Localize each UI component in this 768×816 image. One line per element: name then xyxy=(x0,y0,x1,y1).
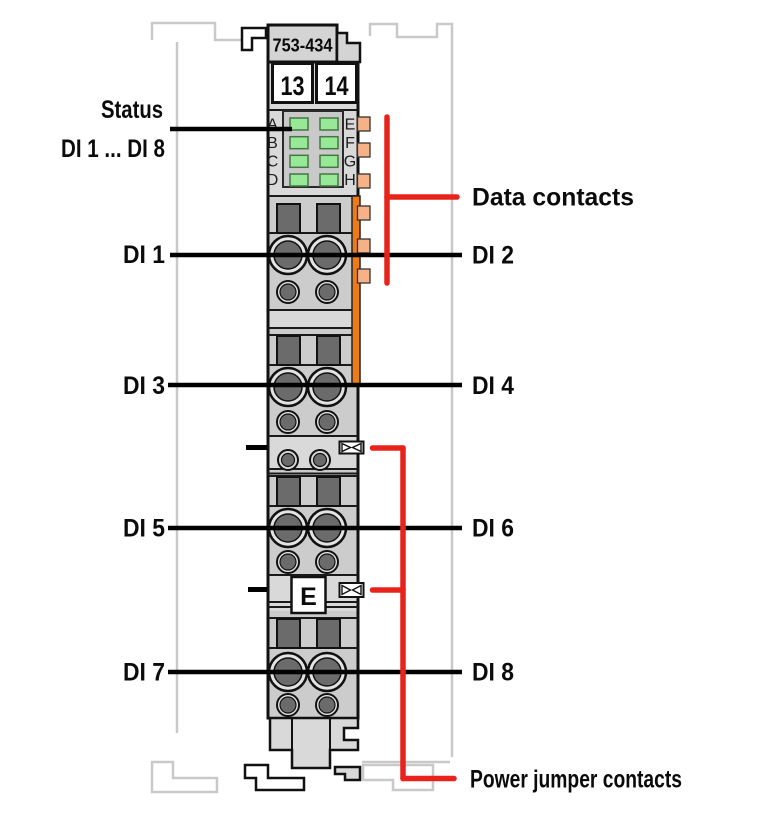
di4-label: DI 4 xyxy=(472,372,514,400)
di7-label: DI 7 xyxy=(123,659,165,687)
push-buttons xyxy=(276,203,341,649)
led-row-label-e: E xyxy=(345,117,356,134)
led-row-letters: A B C D E F G H xyxy=(267,117,357,190)
ground-marking-label: E xyxy=(300,583,317,611)
power-jumper-flag-icon xyxy=(338,440,365,455)
rail-hook-right xyxy=(333,765,362,782)
led-indicator xyxy=(289,135,309,150)
callout-labels: Status DI 1 ... DI 8 DI 1 DI 3 DI 5 DI 7… xyxy=(61,96,682,794)
terminal-number-14-box xyxy=(315,62,358,104)
led-row-label-g: G xyxy=(344,154,356,171)
module-left-latch xyxy=(240,26,268,52)
di1-label: DI 1 xyxy=(123,241,165,269)
part-number-label: 753-434 xyxy=(273,36,333,56)
led-row-label-d: D xyxy=(267,172,279,189)
terminal-number-14: 14 xyxy=(325,71,349,101)
status-range-label: DI 1 ... DI 8 xyxy=(61,135,165,163)
power-jumper-contacts-label: Power jumper contacts xyxy=(470,766,682,794)
led-indicator xyxy=(319,154,339,169)
test-openings xyxy=(276,280,339,717)
data-contact-tab xyxy=(356,268,371,284)
di2-label: DI 2 xyxy=(472,242,514,270)
data-contacts-label: Data contacts xyxy=(472,184,634,212)
terminal-number-13-box xyxy=(271,62,314,104)
data-contact-tab xyxy=(356,238,371,254)
adjacent-module-outline-right xyxy=(361,22,454,792)
led-row-label-f: F xyxy=(345,135,355,152)
status-led-grid xyxy=(289,117,339,187)
power-jumper-bracket xyxy=(369,445,457,782)
data-contact-tab xyxy=(356,142,371,158)
data-contact-tab xyxy=(356,205,371,221)
data-contacts-bracket xyxy=(384,114,460,286)
power-jumper-flag-icon xyxy=(338,582,365,598)
led-row-label-h: H xyxy=(344,172,356,189)
data-contact-tab xyxy=(356,173,371,189)
terminal-number-13: 13 xyxy=(281,71,305,101)
io-module: 753-434 13 14 A B C D E F G H xyxy=(240,23,371,792)
rail-release-hook xyxy=(243,763,306,792)
di8-label: DI 8 xyxy=(472,659,514,687)
data-contact-strip xyxy=(351,195,361,387)
di5-label: DI 5 xyxy=(123,515,165,543)
di6-label: DI 6 xyxy=(472,515,514,543)
ground-marking-box xyxy=(290,575,327,615)
data-contact-tab xyxy=(356,116,371,132)
power-jumper-contact-openings xyxy=(277,449,331,471)
led-row-label-a: A xyxy=(267,117,278,134)
di3-label: DI 3 xyxy=(123,372,165,400)
status-label: Status xyxy=(101,96,163,124)
led-indicator xyxy=(289,173,309,187)
led-indicator xyxy=(319,173,339,187)
mounting-foot-tab-edges xyxy=(291,718,331,750)
data-contact-tabs xyxy=(356,116,371,284)
led-indicator xyxy=(319,117,339,131)
leader-lines xyxy=(168,126,462,675)
led-indicator xyxy=(289,117,309,131)
led-row-label-b: B xyxy=(267,135,278,152)
adjacent-module-outline-left xyxy=(150,21,246,794)
led-indicator xyxy=(319,135,339,150)
led-indicator xyxy=(289,154,309,169)
led-row-label-c: C xyxy=(267,154,279,171)
